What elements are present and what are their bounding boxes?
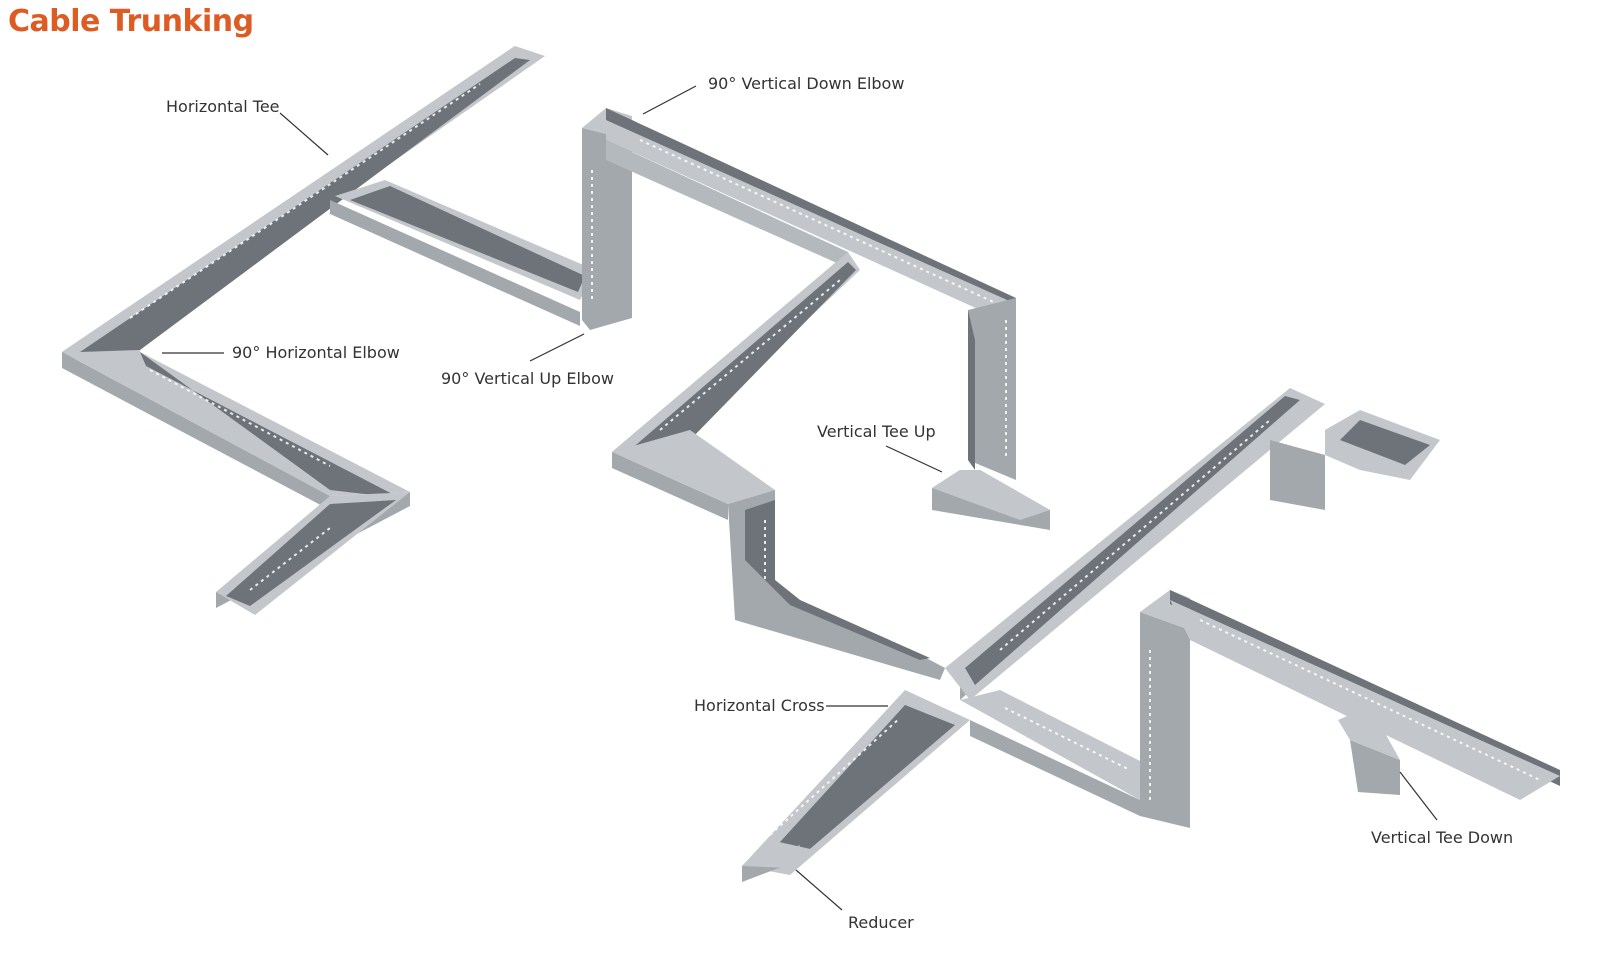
label-vertical-down-elbow: 90° Vertical Down Elbow: [708, 74, 904, 93]
leader-reducer: [795, 869, 843, 911]
leader-vertical-up-elbow: [529, 333, 585, 362]
annotation-labels: Horizontal Tee 90° Vertical Down Elbow 9…: [162, 74, 1513, 932]
leader-vertical-tee-down: [1399, 771, 1438, 821]
label-horizontal-tee: Horizontal Tee: [166, 97, 280, 116]
left-trunking-run: [62, 46, 595, 615]
label-reducer: Reducer: [848, 913, 914, 932]
label-vertical-up-elbow: 90° Vertical Up Elbow: [441, 369, 614, 388]
label-vertical-tee-up: Vertical Tee Up: [817, 422, 936, 441]
middle-trunking-loop: [612, 252, 1050, 680]
vertical-elbow-run: [582, 108, 1016, 330]
leader-vertical-tee-up: [885, 445, 943, 473]
leader-horizontal-tee: [279, 112, 329, 156]
label-vertical-tee-down: Vertical Tee Down: [1371, 828, 1513, 847]
label-horizontal-cross: Horizontal Cross: [694, 696, 825, 715]
horizontal-cross-run: [742, 388, 1560, 882]
page-title: Cable Trunking: [8, 4, 254, 39]
label-horizontal-elbow: 90° Horizontal Elbow: [232, 343, 400, 362]
leader-vertical-down-elbow: [642, 85, 697, 115]
